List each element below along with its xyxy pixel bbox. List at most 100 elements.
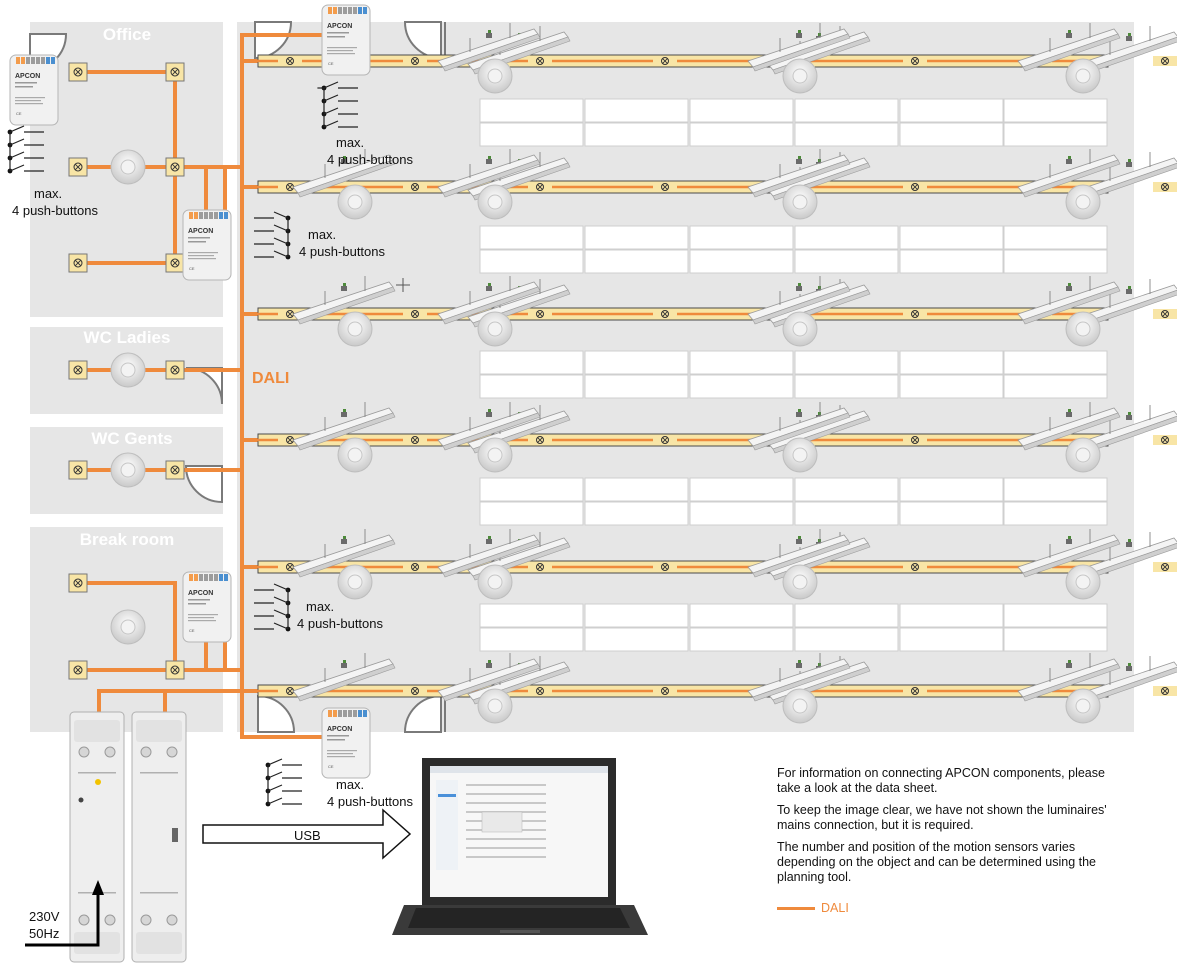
desk xyxy=(584,477,689,502)
desk xyxy=(689,603,794,628)
desk xyxy=(689,477,794,502)
dali-usb-gateway-device xyxy=(131,711,187,963)
usb-port-icon xyxy=(172,828,178,842)
pushbutton-switch-icon xyxy=(254,583,291,632)
power-frequency: 50Hz xyxy=(29,926,59,941)
terminal-screw-icon xyxy=(140,914,152,926)
pushbutton-label-count: 4 push-buttons xyxy=(327,794,414,809)
pushbutton-switch-icon xyxy=(265,758,302,807)
terminal-screw-icon xyxy=(78,914,90,926)
laptop-app-selected xyxy=(438,794,456,797)
legend-dali-swatch xyxy=(777,906,815,910)
pushbutton-label-max: max. xyxy=(336,777,364,792)
pushbutton-contact-icon xyxy=(273,609,289,617)
laptop-app-row xyxy=(466,847,546,849)
pushbutton-switch-icon xyxy=(7,125,44,174)
desk xyxy=(1003,122,1108,147)
laptop-app-sidebar xyxy=(436,780,458,870)
desk xyxy=(1003,249,1108,274)
desk xyxy=(1003,374,1108,399)
pushbutton-contact-icon xyxy=(273,583,289,591)
pushbutton-label-max: max. xyxy=(34,186,62,201)
pushbutton-label-count: 4 push-buttons xyxy=(299,244,386,259)
usb-label: USB xyxy=(294,828,321,843)
desk xyxy=(689,225,794,250)
pushbutton-contact-icon xyxy=(323,107,339,115)
desk xyxy=(899,477,1004,502)
desk xyxy=(584,98,689,123)
pushbutton-contact-icon xyxy=(273,622,289,630)
desk xyxy=(1003,477,1108,502)
desk xyxy=(899,98,1004,123)
room-title-wc-gents: WC Gents xyxy=(91,429,172,448)
pushbutton-contact-icon xyxy=(323,94,339,102)
terminal-screw-icon xyxy=(140,746,152,758)
note-data-sheet: For information on connecting APCON comp… xyxy=(777,766,1105,795)
room-title-office: Office xyxy=(103,25,151,44)
pushbutton-contact-icon xyxy=(273,596,289,604)
desk xyxy=(479,477,584,502)
desk xyxy=(584,603,689,628)
arrow-right-icon xyxy=(202,808,412,860)
desk xyxy=(689,374,794,399)
desk xyxy=(899,374,1004,399)
terminal-screw-icon xyxy=(104,746,116,758)
pushbutton-label-max: max. xyxy=(308,227,336,242)
pushbutton-contact-icon xyxy=(273,211,289,219)
reset-button-icon xyxy=(78,797,84,803)
desk xyxy=(584,350,689,375)
desk xyxy=(899,501,1004,526)
din-label-line xyxy=(140,892,178,894)
desk xyxy=(794,501,899,526)
desk xyxy=(899,249,1004,274)
pushbutton-label-max: max. xyxy=(306,599,334,614)
desk xyxy=(794,350,899,375)
desk xyxy=(794,477,899,502)
din-label-line xyxy=(140,772,178,774)
arrow-up-icon xyxy=(92,880,104,895)
pushbutton-contact-icon xyxy=(323,81,339,89)
desk xyxy=(479,122,584,147)
desk xyxy=(1003,98,1108,123)
terminal-screw-icon xyxy=(78,746,90,758)
desk xyxy=(1003,225,1108,250)
din-top-cap xyxy=(74,720,120,742)
desk xyxy=(479,350,584,375)
laptop-app-row xyxy=(466,838,546,840)
desk xyxy=(899,627,1004,652)
desk xyxy=(689,249,794,274)
laptop-app-row xyxy=(466,784,546,786)
desk xyxy=(899,122,1004,147)
note-mains-connection: To keep the image clear, we have not sho… xyxy=(777,803,1107,832)
pushbutton-label-max: max. xyxy=(336,135,364,150)
laptop-app-chart xyxy=(481,811,523,833)
power-feed-line xyxy=(25,890,100,947)
desk xyxy=(479,627,584,652)
desk xyxy=(899,350,1004,375)
din-top-cap xyxy=(136,720,182,742)
pushbutton-switch-icon xyxy=(254,211,291,260)
laptop-icon xyxy=(392,758,648,935)
terminal-screw-icon xyxy=(104,914,116,926)
pushbutton-switch-icon xyxy=(321,81,358,130)
desk xyxy=(584,225,689,250)
legend-dali-label: DALI xyxy=(821,901,849,915)
desk xyxy=(899,603,1004,628)
desk xyxy=(794,122,899,147)
laptop-app-row xyxy=(466,802,546,804)
desk xyxy=(899,225,1004,250)
pushbutton-label-count: 4 push-buttons xyxy=(12,203,99,218)
laptop-app-row xyxy=(466,793,546,795)
desk xyxy=(1003,603,1108,628)
desk xyxy=(689,350,794,375)
desk xyxy=(479,225,584,250)
desk xyxy=(1003,350,1108,375)
dali-bus-label: DALI xyxy=(252,370,289,387)
desk xyxy=(584,501,689,526)
desk xyxy=(794,627,899,652)
desk xyxy=(689,627,794,652)
info-notes: For information on connecting APCON comp… xyxy=(777,766,1117,892)
pushbutton-contact-icon xyxy=(273,250,289,258)
pushbutton-contact-icon xyxy=(267,797,283,805)
